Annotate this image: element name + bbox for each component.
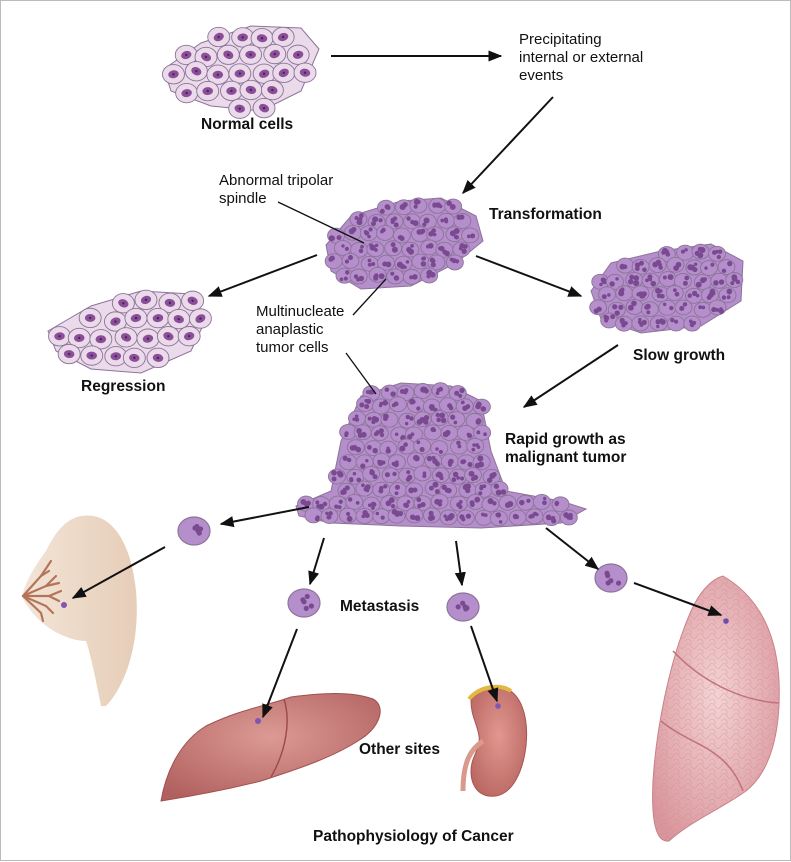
label-abnormal-tripolar-spindle: Abnormal tripolar spindle <box>219 172 334 207</box>
normal-cells-cluster <box>162 25 320 119</box>
cell <box>600 312 619 329</box>
leader-multinucleate-lower <box>345 352 377 395</box>
cell <box>474 509 493 526</box>
figure-title: Pathophysiology of Cancer <box>313 828 514 845</box>
label-precipitating-events: Precipitating internal or external event… <box>519 31 644 84</box>
cell <box>356 396 375 412</box>
cell <box>376 225 394 241</box>
cell <box>489 510 508 527</box>
label-metastasis: Metastasis <box>340 598 420 615</box>
cell <box>666 256 685 273</box>
cell <box>411 253 430 270</box>
label-slow-growth: Slow growth <box>633 347 726 364</box>
arrow-to-metastatic-cell-1 <box>219 506 310 528</box>
arrow-to-metastatic-cell-2 <box>308 537 325 586</box>
leader-multinucleate-upper <box>352 278 387 316</box>
breast-illustration <box>21 515 137 706</box>
arrow-to-breast <box>71 546 166 599</box>
arrow-to-metastatic-cell-3 <box>454 540 466 587</box>
transformation-cells-cluster <box>324 197 484 290</box>
cell <box>665 285 684 301</box>
process-arrows <box>71 50 723 719</box>
cell <box>456 425 475 441</box>
regression-cells-cluster <box>47 289 212 374</box>
leader-lines <box>277 201 387 395</box>
metastatic-cells <box>177 516 628 622</box>
label-rapid-growth: Rapid growth as malignant tumor <box>505 431 627 466</box>
cell <box>551 496 570 513</box>
cell <box>693 301 712 318</box>
cell <box>341 252 360 269</box>
cell <box>640 301 659 318</box>
arrow-to-liver <box>262 628 298 719</box>
label-other-sites: Other sites <box>359 741 440 758</box>
cell <box>447 411 466 428</box>
cell <box>658 271 677 287</box>
slow-growth-cells-cluster <box>589 243 744 334</box>
arrow-to-slow-growth <box>475 255 583 297</box>
cell <box>473 424 492 441</box>
arrow-to-rapid-growth <box>522 344 619 408</box>
kidney-illustration <box>460 684 528 797</box>
cell <box>598 286 617 303</box>
arrow-to-lung <box>633 582 723 616</box>
cell <box>339 454 358 471</box>
arrow-to-metastatic-cell-4 <box>545 527 600 570</box>
leader-tripolar-spindle <box>277 201 365 244</box>
cell <box>708 245 726 262</box>
cell <box>345 494 364 510</box>
cell <box>349 268 368 285</box>
arrow-to-transformation <box>462 96 554 195</box>
cell <box>304 507 323 524</box>
arrow-to-kidney <box>470 625 499 703</box>
cell <box>699 260 718 276</box>
cell <box>381 467 400 484</box>
malignant-tumor-mass <box>295 382 588 529</box>
cell <box>456 509 475 526</box>
arrow-to-regression <box>207 254 318 297</box>
liver-illustration <box>160 693 381 802</box>
label-transformation: Transformation <box>489 206 602 223</box>
cell <box>413 465 432 482</box>
label-regression: Regression <box>81 378 166 395</box>
label-normal-cells: Normal cells <box>201 116 294 133</box>
cell <box>427 254 446 271</box>
lung-illustration <box>652 575 780 842</box>
metastatic-cell <box>177 516 211 546</box>
label-multinucleate-tumor-cells: Multinucleate anaplastic tumor cells <box>256 303 345 356</box>
metastatic-cell <box>594 563 628 593</box>
cell <box>532 493 551 510</box>
